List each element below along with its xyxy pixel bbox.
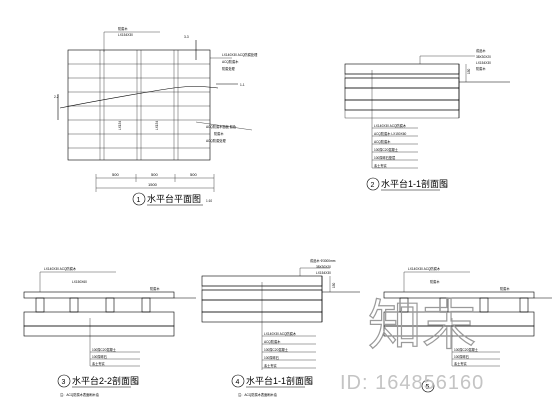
section3-note-1: LX140X30 ACQ防腐木 [44, 266, 77, 271]
section4-dim: 150 [332, 282, 336, 288]
section3-title: 水平台2-2剖面图 [72, 375, 139, 386]
section4-note-3: LX154X30 [316, 271, 331, 275]
section2-layer-2: ACQ防腐木 LX150X60 [374, 131, 406, 136]
section2-dim: 150 [467, 68, 471, 74]
section2-note-4: 防腐木 [476, 66, 486, 71]
section4-number: 4 [236, 379, 240, 386]
s3-gravel [23, 325, 175, 337]
plan-note-5: 防腐处理 [222, 66, 236, 71]
plan-note-3: LX140X30 ACQ防腐处理 [222, 52, 258, 57]
concrete-layer [344, 87, 460, 101]
section4-layer-4: 100厚碎石 [264, 355, 279, 360]
section4-title: 水平台1-1剖面图 [246, 375, 313, 386]
plan-note-4: ACQ防腐木 [222, 59, 239, 64]
section3-layer-2: 100厚碎石 [92, 354, 107, 359]
watermark: 知末 ID: 164856160 [340, 293, 484, 394]
section5-layer-2: 100厚碎石 [454, 354, 469, 359]
section3-layer-1: 100厚C20混凝土 [92, 347, 117, 352]
section2-note-3: LX154X30 [476, 61, 491, 65]
section5-note-3: 防腐木 [500, 286, 510, 291]
section2-layer-3: ACQ防腐木 [374, 139, 391, 144]
s3-deck [23, 291, 175, 299]
section3-notes: LX140X30 ACQ防腐木 LX150X60 防腐木 [39, 266, 160, 292]
plan-view: 2-2 3-3 1-1 LX154 LX154 防腐木 LX154X30 LX1… [54, 26, 258, 206]
section2-notes: 成品木 38X30X20 LX154X30 防腐木 [419, 48, 491, 71]
section-mark-2-2: 2-2 [54, 95, 59, 99]
section4-layer-2: ACQ防腐木 [264, 339, 281, 344]
section4-layer-3: 100厚C20混凝土 [264, 347, 289, 352]
section5-layer-3: 素土夯实 [454, 361, 467, 366]
plan-title-block: 1 水平台平面图 1:10 [132, 192, 212, 206]
section4-layer-1: LX140X30 ACQ防腐木 [264, 331, 297, 336]
section5-number: 5 [426, 384, 430, 391]
section5-note-1: LX140X30 ACQ防腐木 [408, 266, 441, 271]
plan-dim-total: 1500 [148, 182, 158, 187]
plan-note-8: ACQ防腐处理 [206, 138, 226, 143]
watermark-id: ID: 164856160 [340, 372, 484, 394]
section2-layer-callouts: LX140X30 ACQ防腐木 ACQ防腐木 LX150X60 ACQ防腐木 1… [371, 70, 418, 169]
plan-break-curve [59, 86, 219, 109]
plan-title: 水平台平面图 [147, 193, 201, 204]
section5-note-2: 防腐木 [430, 279, 440, 284]
section2-layer-6: 素土夯实 [374, 163, 387, 168]
plan-dim-2: 500 [151, 172, 158, 177]
plan-boards [68, 50, 210, 160]
section-mark-3-3: 3-3 [184, 35, 189, 39]
plan-note-7: 防腐木 [214, 131, 224, 136]
plan-dim-1: 500 [112, 172, 119, 177]
section2-number: 2 [371, 182, 375, 189]
section4-title-block: 4 水平台1-1剖面图 1:5 注：ACQ防腐木表面刷木油 [231, 374, 313, 397]
plan-note-6: ACQ防腐木面板 颜色 [206, 124, 237, 129]
section4-note-2: 38X30X20 [316, 265, 331, 269]
section2-note-2: 38X30X20 [476, 55, 491, 59]
section4-note-1: 成品木 Φ3000mm [310, 258, 336, 263]
section3-title-block: 3 水平台2-2剖面图 1:5 注：ACQ防腐木表面刷木油 [57, 374, 139, 397]
watermark-logo: 知末 [368, 294, 476, 357]
plan-label-b: LX154 [155, 121, 159, 130]
plan-label-a: LX154 [118, 121, 122, 130]
section3-note-2: LX150X60 [72, 280, 87, 284]
section3-scale: 1:5 [134, 381, 139, 385]
section4-notes: 成品木 Φ3000mm 38X30X20 LX154X30 [299, 258, 336, 276]
plan-number: 1 [137, 197, 141, 204]
section2-layer-1: LX140X30 ACQ防腐木 [374, 123, 407, 128]
section5-layer-1: 100厚C20混凝土 [454, 347, 479, 352]
section2-scale: 1:5 [443, 184, 448, 188]
plan-note-2: LX154X30 [118, 33, 133, 37]
section3-layer-callouts: 100厚C20混凝土 100厚碎石 素土夯实 [89, 318, 140, 367]
section2-note-1: 成品木 [476, 48, 486, 53]
section2-layer-4: 100厚C20混凝土 [374, 147, 399, 152]
plan-outline [67, 49, 211, 161]
section3-layer-3: 素土夯实 [92, 361, 105, 366]
gravel-layer [344, 99, 460, 111]
section-1-1-top: 150 成品木 38X30X20 LX154X30 防腐木 LX140X30 A… [344, 48, 510, 191]
plan-dimension-chain: 500 500 500 1500 [95, 172, 215, 192]
s3-concrete [23, 311, 175, 327]
plan-scale: 1:10 [206, 199, 212, 203]
section3-number: 3 [62, 379, 66, 386]
section-1-1-bottom: 150 成品木 Φ3000mm 38X30X20 LX154X30 LX140X… [201, 258, 360, 397]
section-5: LX140X30 ACQ防腐木 防腐木 防腐木 100厚C20混凝土 100厚碎… [383, 266, 552, 393]
section-mark-1-1: 1-1 [240, 83, 245, 87]
section2-title: 水平台1-1剖面图 [381, 178, 448, 189]
section4-scale: 1:5 [308, 381, 313, 385]
section3-note-3: 防腐木 [150, 286, 160, 291]
section3-footnote: 注：ACQ防腐木表面刷木油 [60, 392, 99, 397]
section5-layer-callouts: 100厚C20混凝土 100厚碎石 素土夯实 [451, 318, 500, 367]
section5-title-block: 5 [421, 379, 435, 393]
section2-layer-5: 100厚碎石垫层 [374, 155, 395, 160]
section2-title-block: 2 水平台1-1剖面图 1:5 [366, 177, 448, 191]
section4-footnote: 注：ACQ防腐木表面刷木油 [238, 392, 277, 397]
plan-note-1: 防腐木 [118, 26, 128, 31]
plan-dim-3: 500 [190, 172, 197, 177]
section5-notes: LX140X30 ACQ防腐木 防腐木 防腐木 [403, 266, 510, 292]
section4-layer-callouts: LX140X30 ACQ防腐木 ACQ防腐木 100厚C20混凝土 100厚碎石… [261, 282, 316, 370]
section-2-2: LX140X30 ACQ防腐木 LX150X60 防腐木 100厚C20混凝土 … [23, 266, 196, 397]
deck-board-layer [344, 63, 460, 75]
plan-notes: 防腐木 LX154X30 LX140X30 ACQ防腐处理 ACQ防腐木 防腐处… [103, 26, 258, 143]
section4-layer-5: 素土夯实 [264, 363, 277, 368]
